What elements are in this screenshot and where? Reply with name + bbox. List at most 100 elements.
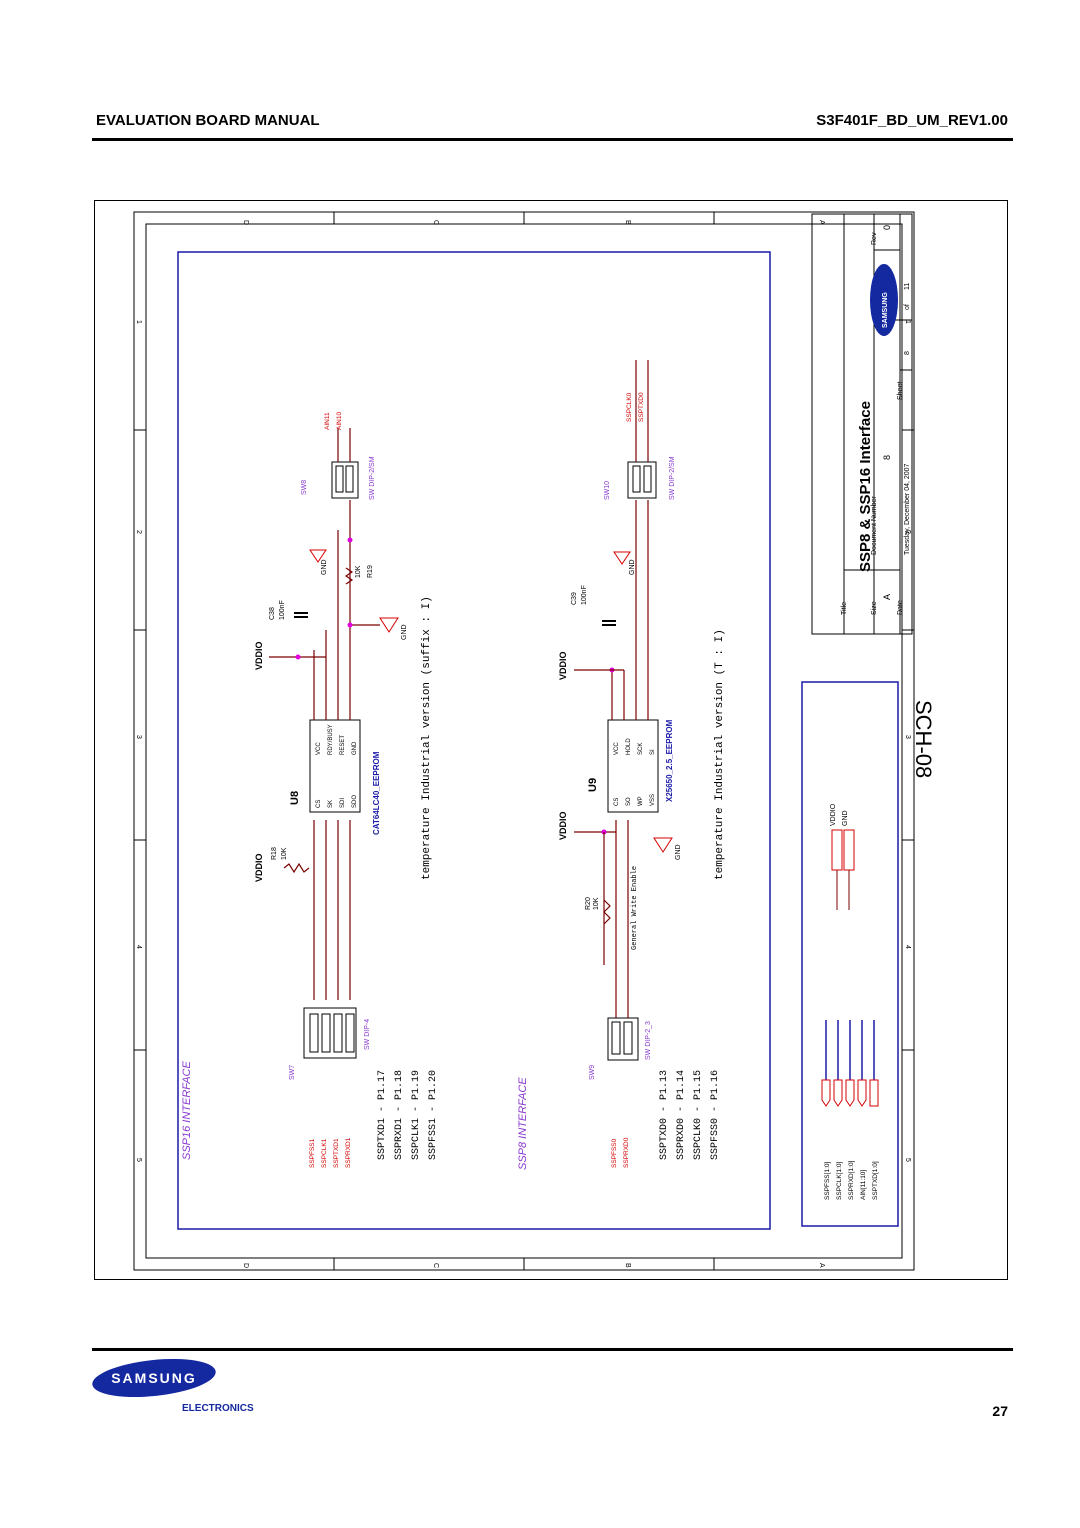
gnd-label: GND xyxy=(401,624,408,640)
junction-dot xyxy=(347,622,353,628)
samsung-logo-text: SAMSUNG xyxy=(111,1370,197,1386)
u8-pin: RDY/BUSY xyxy=(328,724,334,755)
date-value: Tuesday, December 04, 2007 xyxy=(904,463,911,555)
r20-resistor xyxy=(603,899,611,925)
border-letter-b-top: B xyxy=(624,220,631,225)
border-letter-c-top: C xyxy=(432,220,439,225)
u8-pin: SK xyxy=(328,800,334,808)
u9-pin: SI xyxy=(650,749,656,755)
page-number: 27 xyxy=(992,1403,1008,1419)
border-letter-b-bottom: B xyxy=(624,1263,631,1268)
ssp16-port-map: SSPCLK1 - P1.19 xyxy=(411,1070,422,1160)
ssp8-port-map: SSPFSS0 - P1.16 xyxy=(710,1070,721,1160)
title-label: Title xyxy=(841,602,848,615)
schematic-frame xyxy=(94,200,1008,1280)
legend-block: VDDIO GND SSPFSS[1:0] SSPCLK[1:0] SSPRXD… xyxy=(801,681,899,1227)
r18-value: 10K xyxy=(281,847,288,860)
ssp16-port-map: SSPTXD1 - P1.17 xyxy=(377,1070,388,1160)
r19-resistor xyxy=(344,567,354,585)
border-letter-a-bottom: A xyxy=(818,1263,825,1268)
sw10-ref: SW10 xyxy=(604,481,611,500)
footer-rule xyxy=(92,1348,1013,1351)
vddio-label: VDDIO xyxy=(558,651,568,680)
gnd-symbol xyxy=(379,617,399,633)
doc-number-value: 8 xyxy=(882,455,892,460)
u9-pin: VSS xyxy=(650,794,656,806)
border-number-5-left: 5 xyxy=(135,1158,142,1162)
border-letter-d-top: D xyxy=(242,220,249,225)
border-number-4-left: 4 xyxy=(135,945,142,949)
r20-value: 10K xyxy=(593,897,600,910)
size-label: Size xyxy=(871,601,878,615)
size-value: A xyxy=(882,594,892,600)
gnd-symbol xyxy=(653,837,673,853)
sw9-switch xyxy=(607,1017,639,1061)
vddio-label: VDDIO xyxy=(558,811,568,840)
legend-bus-label: AIN[11:10] xyxy=(860,1170,867,1200)
u9-ref: U9 xyxy=(587,778,599,792)
gnd-symbol xyxy=(309,549,327,563)
u9-pin: VCC xyxy=(614,742,620,755)
border-number-4-right: 4 xyxy=(904,945,911,949)
r18-ref: R18 xyxy=(271,847,278,860)
u8-pin: CS xyxy=(316,800,322,808)
border-number-1-right: 1 xyxy=(904,320,911,324)
logo-subtitle: ELECTRONICS xyxy=(182,1403,254,1414)
r20-ref: R20 xyxy=(585,897,592,910)
gnd-label: GND xyxy=(321,559,328,575)
vddio-label: VDDIO xyxy=(254,853,264,882)
title-block: Title Size Date Document Number Rev Shee… xyxy=(811,213,913,635)
ssp8-output-label: SSPTXD0 xyxy=(638,392,645,422)
u8-chip xyxy=(309,719,361,813)
r19-ref: R19 xyxy=(367,565,374,578)
sheet-label: Sheet xyxy=(897,382,904,400)
sw7-switch xyxy=(303,1007,357,1059)
legend-bus-label: SSPFSS[1:0] xyxy=(824,1162,831,1200)
gnd-label: GND xyxy=(675,844,682,860)
rev-value: 0 xyxy=(882,225,892,230)
sw9-type: SW DIP-2_3 xyxy=(645,1021,652,1060)
vddio-label: VDDIO xyxy=(254,641,264,670)
sheet-value: 8 xyxy=(904,351,911,355)
u8-pin: GND xyxy=(352,741,358,755)
u8-pin: SDO xyxy=(352,795,358,808)
document-id: S3F401F_BD_UM_REV1.00 xyxy=(816,112,1008,129)
ssp8-port-map: SSPTXD0 - P1.13 xyxy=(659,1070,670,1160)
header-rule xyxy=(92,138,1013,141)
border-number-1-left: 1 xyxy=(135,320,142,324)
u8-chip-name: CAT64LC40_EEPROM xyxy=(372,751,381,835)
border-number-2-right: 2 xyxy=(904,530,911,534)
legend-power-label: VDDIO xyxy=(830,803,837,826)
ssp8-signal-label: SSPFSS0 xyxy=(611,1138,618,1168)
samsung-logo: SAMSUNG xyxy=(92,1358,216,1398)
r19-value: 10K xyxy=(355,565,362,578)
ssp16-port-map: SSPRXD1 - P1.18 xyxy=(394,1070,405,1160)
u9-pin: SO xyxy=(626,797,632,806)
ssp8-port-map: SSPRXD0 - P1.14 xyxy=(676,1070,687,1160)
legend-bus-label: SSPTXD[1:0] xyxy=(872,1161,879,1200)
border-number-5-right: 5 xyxy=(904,1158,911,1162)
sw7-type: SW DIP-4 xyxy=(364,1019,371,1050)
ssp16-signal-label: SSPCLK1 xyxy=(321,1138,328,1168)
rev-label: Rev xyxy=(871,232,878,245)
r18-resistor xyxy=(283,862,310,874)
sw7-ref: SW7 xyxy=(289,1065,296,1080)
ssp8-output-label: SSPCLK0 xyxy=(626,392,633,422)
ain-label: AIN11 xyxy=(324,412,331,430)
title-value: SSP8 & SSP16 Interface xyxy=(857,401,874,572)
border-number-3-left: 3 xyxy=(135,735,142,739)
sw8-ref: SW8 xyxy=(301,480,308,495)
ssp8-section-label: SSP8 INTERFACE xyxy=(517,1077,529,1170)
ssp16-section-label: SSP16 INTERFACE xyxy=(181,1061,193,1160)
ssp8-section: SSP8 INTERFACE SW9 SW DIP-2_3 SSPFSS0 SS… xyxy=(517,360,726,1170)
junction-dot xyxy=(295,654,301,660)
date-label: Date xyxy=(897,600,904,615)
header-title: EVALUATION BOARD MANUAL xyxy=(96,112,320,129)
ssp16-port-map: SSPFSS1 - P1.20 xyxy=(428,1070,439,1160)
ssp8-signal-label: SSPRXD0 xyxy=(623,1137,630,1168)
sw9-ref: SW9 xyxy=(589,1065,596,1080)
ssp16-signal-label: SSPRXD1 xyxy=(345,1137,352,1168)
ain-label: AIN10 xyxy=(336,412,343,430)
legend-bus-label: SSPRXD[1:0] xyxy=(848,1160,855,1200)
c38-ref: C38 xyxy=(269,607,276,620)
